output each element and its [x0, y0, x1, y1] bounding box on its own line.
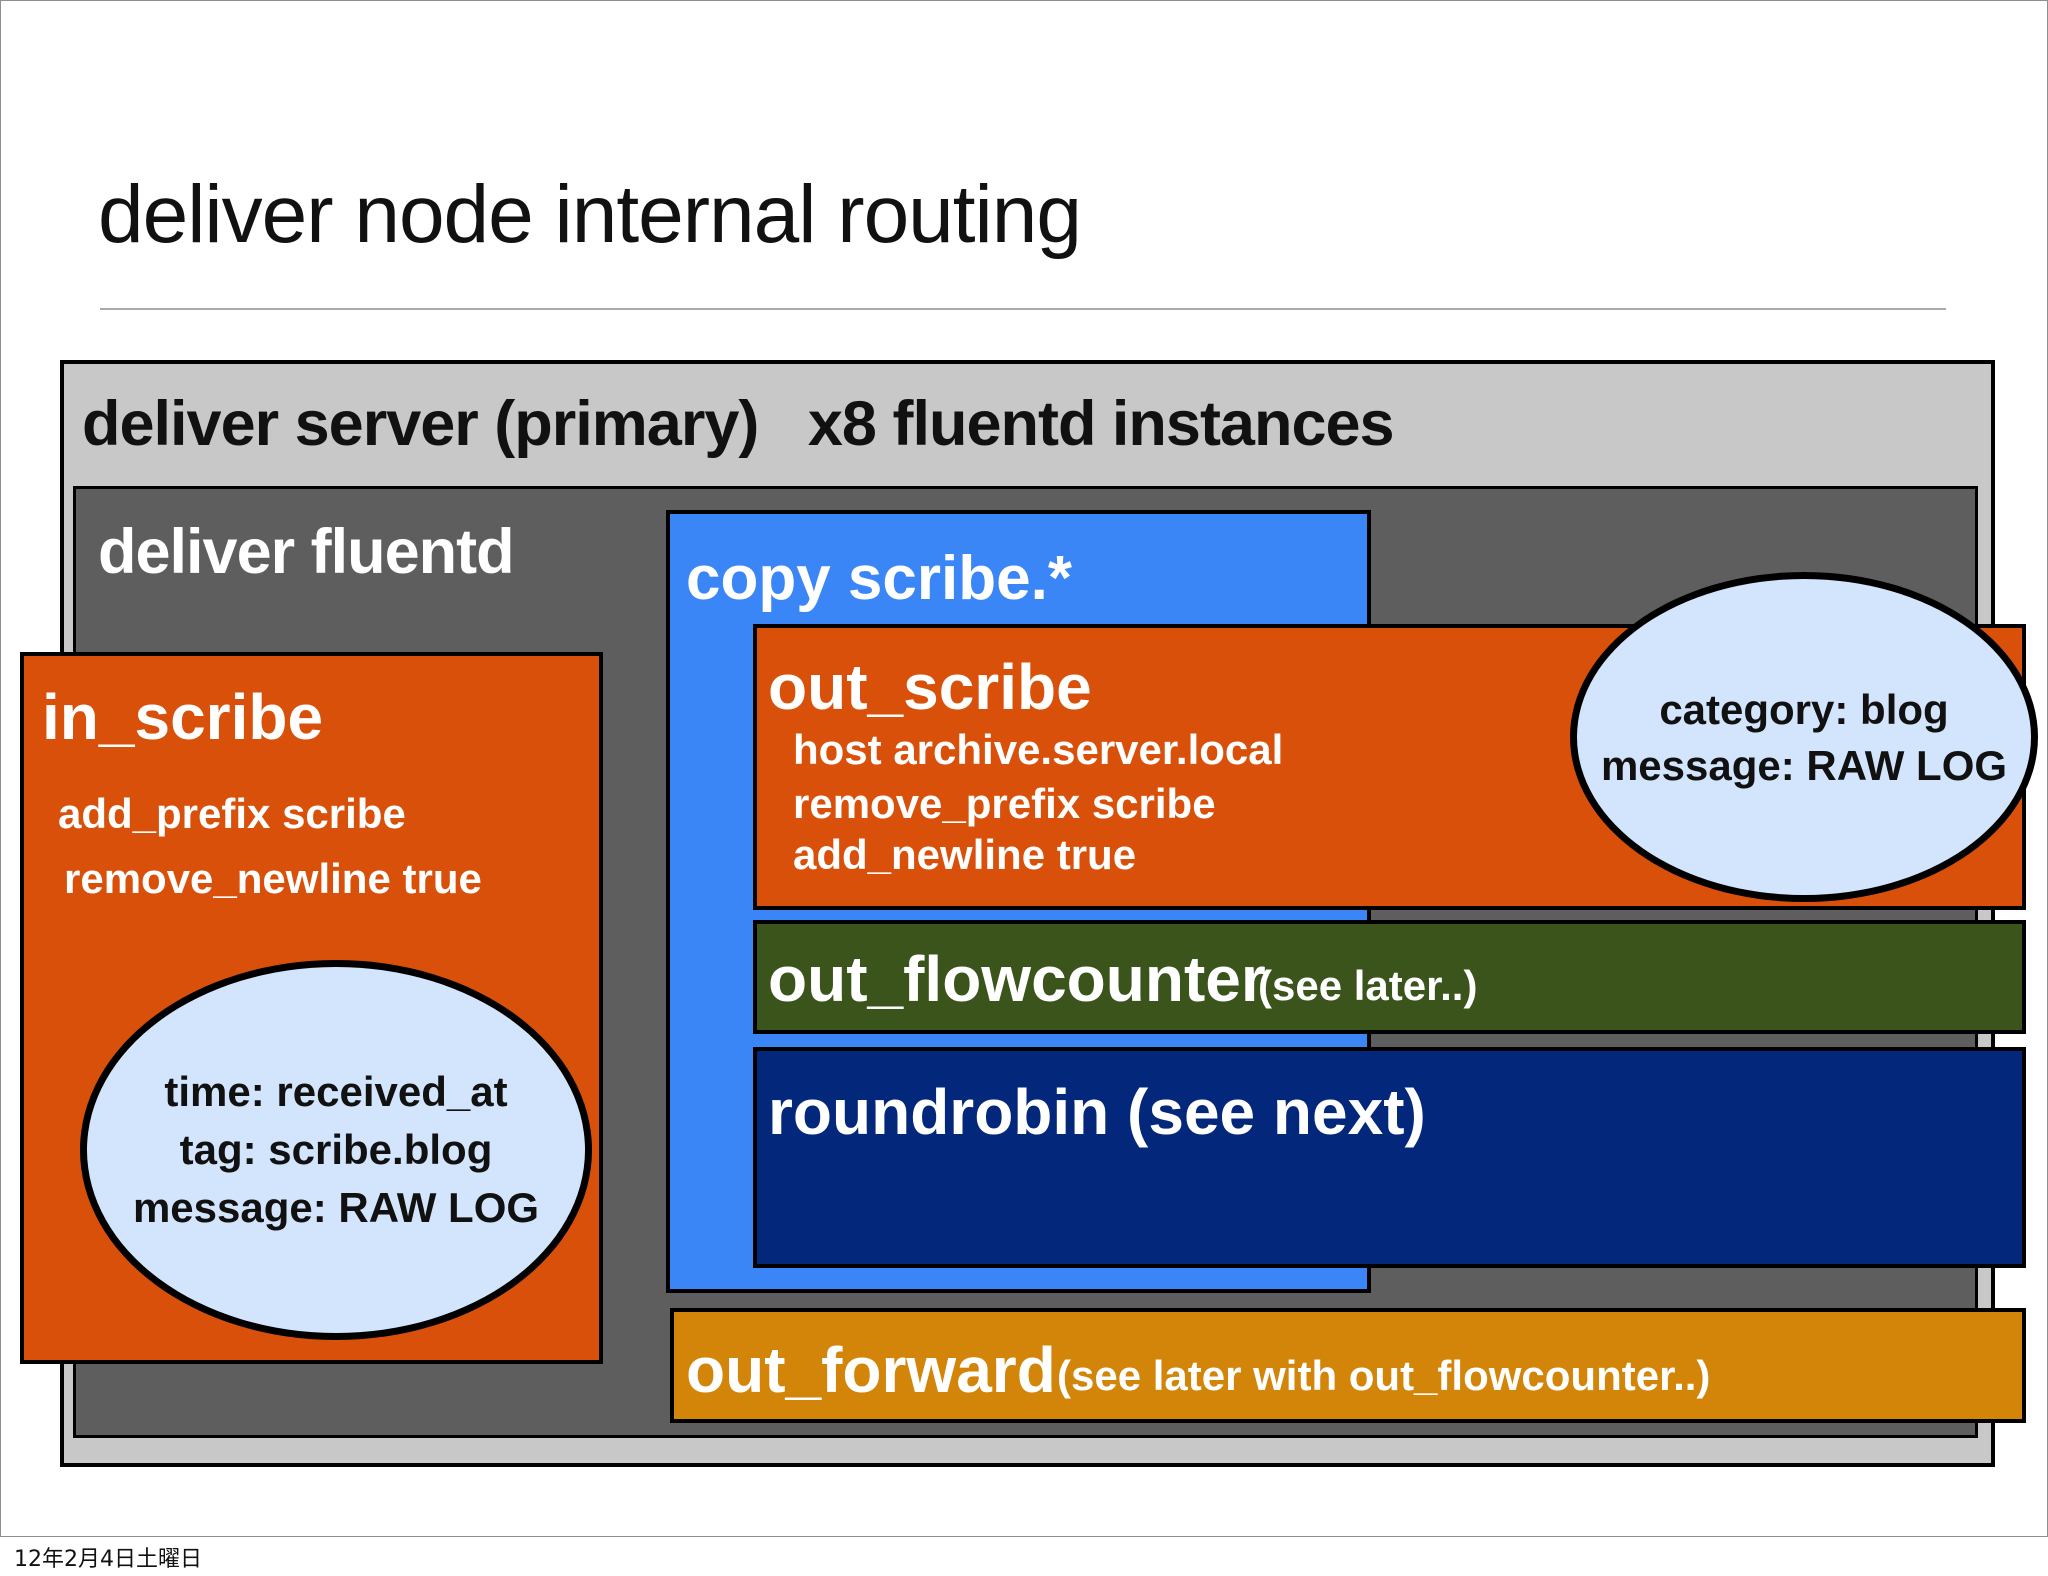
out-forward-box [670, 1308, 2026, 1423]
in-scribe-config-line: add_prefix scribe [58, 790, 406, 837]
out-flowcounter-box [753, 920, 2026, 1034]
out-scribe-record-oval [1570, 572, 2038, 902]
out-scribe-config-line: add_newline true [793, 831, 1137, 878]
out-scribe-record-line: category: blog [1659, 686, 1949, 733]
out-scribe-label: out_scribe [768, 651, 1092, 723]
copy-scribe-label: copy scribe.* [686, 544, 1072, 613]
in-scribe-record-line: time: received_at [164, 1068, 508, 1115]
out-flowcounter-note: (see later..) [1258, 962, 1478, 1009]
out-flowcounter-label: out_flowcounter [768, 943, 1266, 1015]
in-scribe-record-oval [80, 960, 592, 1340]
out-forward-note: (see later with out_flowcounter..) [1057, 1352, 1711, 1399]
in-scribe-record-line: message: RAW LOG [132, 1184, 540, 1231]
out-scribe-config-line: remove_prefix scribe [793, 780, 1216, 827]
in-scribe-config-line: remove_newline true [64, 855, 482, 902]
in-scribe-label: in_scribe [42, 681, 324, 753]
deliver-server-label: deliver server (primary) x8 fluentd inst… [82, 389, 1395, 459]
deliver-fluentd-label: deliver fluentd [98, 517, 515, 587]
out-scribe-record-line: message: RAW LOG [1600, 742, 2008, 789]
out-scribe-config-line: host archive.server.local [793, 726, 1284, 773]
slide-date: 12年2月4日土曜日 [14, 1547, 202, 1572]
roundrobin-label: roundrobin (see next) [768, 1076, 1426, 1148]
roundrobin-box [753, 1047, 2026, 1268]
page-title: deliver node internal routing [98, 169, 1082, 260]
out-forward-label: out_forward [686, 1334, 1056, 1406]
in-scribe-record-line: tag: scribe.blog [179, 1126, 493, 1173]
title-divider [100, 308, 1946, 310]
